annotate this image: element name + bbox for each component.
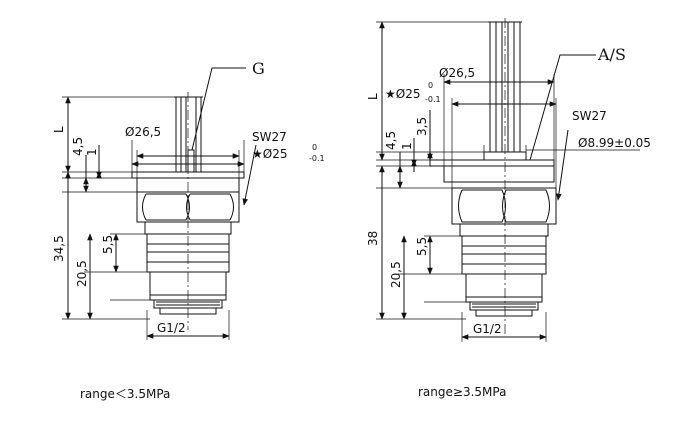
right-dim-20-5: 20,5 — [389, 261, 403, 288]
left-dim-dia25: ★Ø25 — [252, 147, 287, 161]
right-threaded-port — [461, 235, 547, 317]
right-callout-label: A/S — [597, 45, 626, 64]
right-dim-5-5: 5,5 — [415, 237, 429, 256]
left-dim-20-5: 20,5 — [75, 260, 89, 287]
right-dim-tol-lower: -0.1 — [425, 95, 441, 104]
right-dim-thread: G1/2 — [473, 322, 502, 336]
left-dim-tol-lower: -0.1 — [309, 154, 325, 163]
left-dim-thread: G1/2 — [157, 321, 186, 335]
left-callout-leader — [191, 67, 246, 151]
left-dim-dia26-5: Ø26,5 — [125, 125, 161, 139]
right-range-caption: range≥3.5MPa — [418, 385, 507, 399]
right-dim-tol-upper: 0 — [428, 81, 433, 90]
left-dim-34-5: 34,5 — [52, 235, 66, 262]
right-dim-1: 1 — [400, 142, 414, 150]
right-dim-dia25: ★Ø25 — [385, 87, 420, 101]
right-dim-3-5: 3,5 — [415, 117, 429, 136]
left-dim-1: 1 — [85, 148, 99, 156]
left-dim-tol-upper: 0 — [312, 143, 317, 152]
left-dim-L: L — [52, 126, 66, 133]
right-dim-dia26-5: Ø26,5 — [439, 66, 475, 80]
left-dim-5-5: 5,5 — [101, 235, 115, 254]
right-callout-leader — [529, 54, 596, 161]
right-header-disc — [429, 159, 555, 167]
right-dim-4-5: 4,5 — [384, 131, 398, 150]
left-pins — [174, 96, 203, 173]
right-dim-sw: SW27 — [572, 109, 607, 123]
right-dim-38: 38 — [366, 231, 380, 246]
right-sensor-drawing — [376, 18, 640, 342]
left-range-caption: range＜3.5MPa — [80, 387, 171, 401]
left-callout-label: G — [252, 59, 265, 78]
left-sensor-drawing — [62, 67, 257, 340]
left-dim-sw: SW27 — [252, 130, 287, 144]
right-dim-dia8-99: Ø8.99±0.05 — [578, 136, 651, 150]
right-pins — [488, 21, 522, 152]
left-dim-4-5: 4,5 — [71, 137, 85, 156]
right-dim-L: L — [366, 93, 380, 100]
right-hex-body — [451, 187, 557, 225]
